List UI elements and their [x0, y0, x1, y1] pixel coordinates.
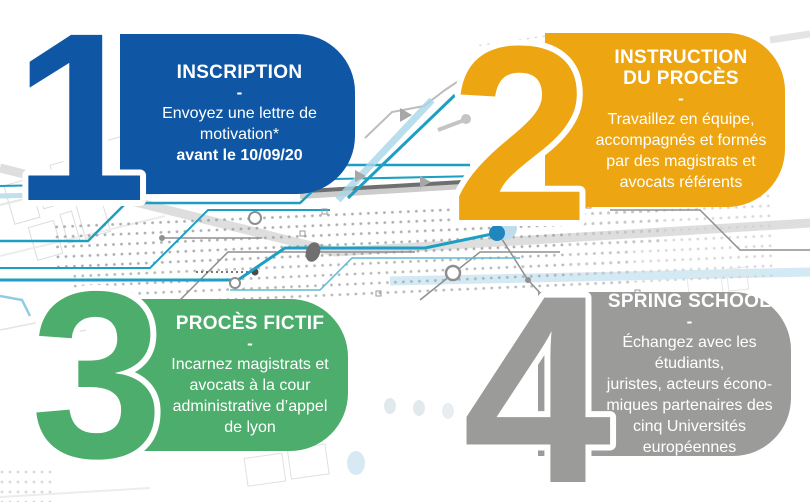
step-1-body: Envoyez une lettre de motivation* [162, 105, 317, 143]
step-3-card: PROCÈS FICTIF - Incarnez magistrats et a… [128, 299, 348, 451]
gray-traces [58, 209, 810, 313]
step-3-number: 3 [25, 237, 169, 502]
arrow-triangles [355, 108, 431, 188]
svg-text:4: 4 [462, 239, 613, 502]
step-2-body: Travaillez en équipe, accompagnés et for… [595, 111, 767, 191]
step-1-title: INSCRIPTION [176, 62, 303, 83]
step-1-deadline: avant le 10/09/20 [176, 147, 303, 164]
step-4-card: SPRING SCHOOL - Échangez avec les étudia… [538, 290, 791, 456]
step-2-title: INSTRUCTION DU PROCÈS [614, 47, 748, 89]
svg-text:1: 1 [13, 0, 146, 251]
step-3-separator: - [247, 333, 253, 353]
step-4-body: Échangez avec les étudiants, juristes, a… [606, 333, 773, 456]
step-2-separator: - [678, 89, 684, 108]
step-4-number: 4 [456, 233, 619, 502]
step-1-card: INSCRIPTION - Envoyez une lettre de moti… [120, 34, 355, 194]
svg-text:3: 3 [31, 243, 163, 502]
step-2-card: INSTRUCTION DU PROCÈS - Travaillez en éq… [545, 33, 785, 207]
dot-grid-band [53, 181, 777, 313]
step-1-separator: - [236, 83, 243, 102]
step-4-title: SPRING SCHOOL [607, 290, 772, 312]
step-4-separator: - [686, 311, 693, 331]
step-3-body: Incarnez magistrats et avocats à la cour… [171, 355, 329, 436]
step-1-number: 1 [7, 0, 152, 257]
sketch-boxes-top-left [3, 135, 135, 261]
step-3-title: PROCÈS FICTIF [175, 312, 325, 334]
node-blue-dot [489, 216, 517, 241]
svg-text:2: 2 [450, 0, 589, 273]
step-2-number: 2 [444, 0, 595, 279]
